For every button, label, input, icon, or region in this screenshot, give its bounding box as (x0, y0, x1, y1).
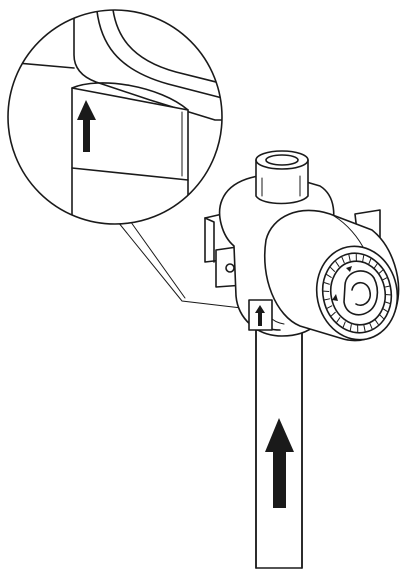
dial-grip-tick (357, 325, 359, 333)
dial-grip-tick (378, 314, 384, 320)
dial-grip-tick (323, 282, 330, 285)
dial-marker-icon (332, 294, 338, 301)
dial-grip-tick (324, 298, 331, 301)
dial-grip-ticks (323, 253, 391, 333)
control-dial (315, 245, 399, 341)
magnified-detail-callout (7, 9, 223, 225)
dial-grip-tick (381, 277, 388, 281)
dial-grip-tick (335, 261, 340, 267)
callout-leader-lines (117, 217, 251, 310)
dial-grip-tick (384, 301, 391, 304)
small-flow-arrow-icon (255, 305, 265, 326)
threaded-outlet (255, 150, 309, 205)
dial-grip-tick (373, 263, 378, 269)
dial-grip-tick (368, 258, 372, 265)
dial-grip-tick (378, 269, 384, 275)
dial-grip-tick (355, 253, 357, 261)
flow-direction-arrow (265, 418, 294, 508)
dial-grip-tick (382, 308, 388, 312)
magnified-flow-arrow-icon (77, 100, 96, 152)
dial-grip-tick (362, 255, 365, 262)
dial-grip-tick (384, 293, 391, 296)
dial-grip-tick (330, 311, 336, 317)
dial-grip-tick (330, 266, 336, 272)
dial-grip-tick (341, 256, 345, 264)
callout-ring (7, 9, 223, 225)
pipe-collar (248, 299, 273, 331)
dial-marker-icon (346, 266, 352, 272)
dial-grip-tick (342, 321, 346, 328)
dial-grip-tick (326, 274, 332, 278)
dial-grip-tick (363, 324, 366, 332)
dial-grip-tick (348, 254, 351, 262)
dial-grip-tick (383, 285, 390, 288)
dial-grip-tick (326, 305, 333, 309)
dial-grip-tick (336, 317, 341, 323)
dial-grip-tick (323, 290, 330, 293)
dial-grip-tick (349, 324, 352, 331)
dial-grip-tick (374, 319, 379, 325)
dial-grip-tick (369, 322, 373, 330)
